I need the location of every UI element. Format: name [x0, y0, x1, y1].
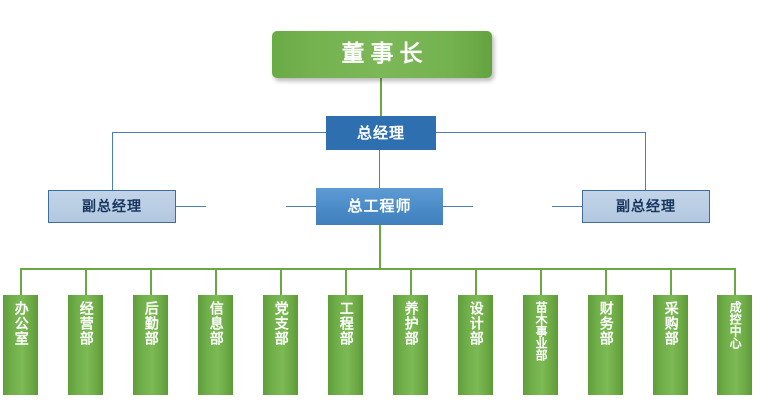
node-deputy-general-manager-right[interactable]: 副总经理: [582, 190, 710, 223]
node-department-maintenance[interactable]: 养护部: [393, 295, 428, 395]
connector-gm-left-drop: [112, 132, 113, 190]
node-department-cost-control-center-label: 成控中心: [728, 301, 743, 349]
node-chief-engineer[interactable]: 总工程师: [316, 188, 443, 225]
connector-deputy-right-stub: [552, 206, 582, 207]
node-chairman[interactable]: 董事长: [272, 31, 492, 78]
node-department-finance[interactable]: 财务部: [588, 295, 623, 395]
connector-drop-operations: [85, 268, 87, 295]
connector-drop-engineering: [345, 268, 347, 295]
node-department-party-branch[interactable]: 党支部: [263, 295, 298, 395]
connector-drop-nursery: [540, 268, 542, 295]
connector-drop-maintenance: [410, 268, 412, 295]
connector-drop-design: [475, 268, 477, 295]
node-general-manager[interactable]: 总经理: [326, 116, 436, 150]
node-department-procurement[interactable]: 采购部: [653, 295, 688, 395]
connector-drop-information: [215, 268, 217, 295]
node-general-manager-label: 总经理: [356, 123, 405, 142]
node-department-nursery-division-label: 苗木事业部: [534, 301, 549, 361]
node-deputy-general-manager-left[interactable]: 副总经理: [48, 190, 176, 223]
connector-gm-right-drop: [645, 132, 646, 190]
connector-department-bus: [20, 268, 736, 270]
connector-deputy-left-stub: [176, 206, 206, 207]
connector-drop-procurement: [670, 268, 672, 295]
node-department-maintenance-label: 养护部: [402, 301, 419, 346]
node-department-party-branch-label: 党支部: [272, 301, 289, 346]
node-department-information-label: 信息部: [207, 301, 224, 346]
connector-drop-logistics: [150, 268, 152, 295]
node-department-nursery-division[interactable]: 苗木事业部: [523, 295, 558, 395]
connector-drop-cost-control: [734, 268, 736, 295]
connector-drop-finance: [605, 268, 607, 295]
connector-chief-left-stub: [286, 206, 316, 207]
connector-drop-party-branch: [280, 268, 282, 295]
node-chief-engineer-label: 总工程师: [347, 197, 412, 215]
node-chairman-label: 董事长: [341, 41, 429, 67]
node-department-operations-label: 经营部: [77, 301, 94, 346]
connector-drop-office: [20, 268, 22, 295]
connector-chief-to-bus: [379, 225, 381, 268]
node-department-logistics-label: 后勤部: [142, 301, 159, 346]
connector-gm-left-horizontal: [112, 132, 326, 133]
connector-chairman-to-gm: [380, 78, 382, 116]
node-department-office[interactable]: 办公室: [3, 295, 38, 395]
node-department-logistics[interactable]: 后勤部: [133, 295, 168, 395]
connector-gm-to-chief: [379, 150, 380, 188]
node-department-engineering[interactable]: 工程部: [328, 295, 363, 395]
node-department-design-label: 设计部: [467, 301, 484, 346]
node-department-cost-control-center[interactable]: 成控中心: [717, 295, 752, 395]
node-department-engineering-label: 工程部: [337, 301, 354, 346]
node-deputy-right-label: 副总经理: [616, 198, 676, 215]
node-deputy-left-label: 副总经理: [82, 198, 142, 215]
node-department-information[interactable]: 信息部: [198, 295, 233, 395]
node-department-office-label: 办公室: [12, 301, 29, 346]
node-department-finance-label: 财务部: [597, 301, 614, 346]
connector-chief-right-stub: [443, 206, 473, 207]
node-department-procurement-label: 采购部: [662, 301, 679, 346]
node-department-design[interactable]: 设计部: [458, 295, 493, 395]
connector-gm-right-horizontal: [436, 132, 646, 133]
node-department-operations[interactable]: 经营部: [68, 295, 103, 395]
